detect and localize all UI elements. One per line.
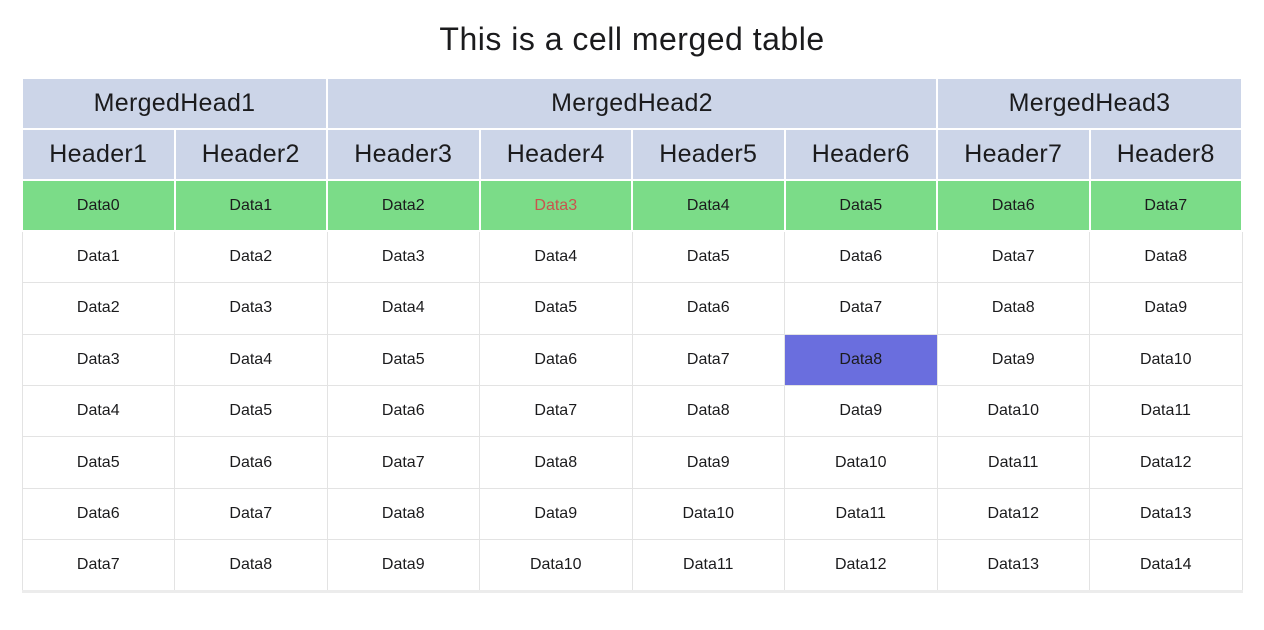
table-cell-r8-c2: Data8 bbox=[174, 539, 328, 592]
table-cell-r6-c1: Data5 bbox=[21, 436, 175, 489]
table-cell-r5-c3: Data6 bbox=[326, 385, 480, 438]
table-cell-r3-c2: Data3 bbox=[174, 282, 328, 335]
table-cell-r4-c5: Data7 bbox=[631, 333, 785, 387]
table-cell-r5-c2: Data5 bbox=[174, 385, 328, 438]
table-cell-r8-c7: Data13 bbox=[936, 539, 1090, 592]
table-cell-r7-c4: Data9 bbox=[479, 487, 633, 541]
table-cell-r8-c8: Data14 bbox=[1089, 539, 1243, 592]
table-cell-r3-c7: Data8 bbox=[936, 282, 1090, 335]
page-title: This is a cell merged table bbox=[439, 21, 825, 57]
table-cell-r7-c1: Data6 bbox=[21, 487, 175, 541]
table-cell-r5-c6: Data9 bbox=[784, 385, 938, 438]
table-cell-r6-c7: Data11 bbox=[936, 436, 1090, 489]
table-cell-r2-c2: Data2 bbox=[174, 230, 328, 284]
header-cell-1: Header1 bbox=[21, 128, 176, 181]
table-cell-r8-c4: Data10 bbox=[479, 539, 633, 592]
table-cell-r7-c7: Data12 bbox=[936, 487, 1090, 541]
merged-header-cell-3: MergedHead3 bbox=[936, 77, 1243, 130]
header-cell-5: Header5 bbox=[631, 128, 786, 181]
table-cell-r3-c3: Data4 bbox=[326, 282, 480, 335]
table-cell-r5-c7: Data10 bbox=[936, 385, 1090, 438]
table-cell-r7-c5: Data10 bbox=[631, 487, 785, 541]
table-cell-r2-c1: Data1 bbox=[21, 230, 175, 284]
table-cell-r4-c4: Data6 bbox=[479, 333, 633, 387]
table-cell-r4-c7: Data9 bbox=[936, 333, 1090, 387]
header-cell-6: Header6 bbox=[783, 128, 938, 181]
table-cell-r3-c6: Data7 bbox=[784, 282, 938, 335]
table-cell-r5-c5: Data8 bbox=[631, 385, 785, 438]
table-cell-r3-c8: Data9 bbox=[1089, 282, 1243, 335]
merged-header-cell-1: MergedHead1 bbox=[21, 77, 328, 130]
table-cell-r6-c2: Data6 bbox=[174, 436, 328, 489]
table-cell-r8-c3: Data9 bbox=[326, 539, 480, 592]
table-cell-r1-c3: Data2 bbox=[326, 178, 481, 233]
table-cell-r3-c1: Data2 bbox=[21, 282, 175, 335]
table-cell-r3-c4: Data5 bbox=[479, 282, 633, 335]
header-cell-2: Header2 bbox=[173, 128, 328, 181]
table-cell-r4-c1: Data3 bbox=[21, 333, 175, 387]
table-cell-r1-c7: Data6 bbox=[936, 178, 1091, 233]
table-cell-r6-c3: Data7 bbox=[326, 436, 480, 489]
table-cell-r8-c1: Data7 bbox=[21, 539, 175, 592]
table-cell-r1-c1: Data0 bbox=[21, 178, 176, 233]
table-cell-r8-c6: Data12 bbox=[784, 539, 938, 592]
table-cell-r1-c2: Data1 bbox=[173, 178, 328, 233]
header-cell-4: Header4 bbox=[478, 128, 633, 181]
table-cell-r4-c6: Data8 bbox=[784, 333, 938, 387]
table-cell-r5-c4: Data7 bbox=[479, 385, 633, 438]
table-cell-r2-c6: Data6 bbox=[784, 230, 938, 284]
table-cell-r4-c8: Data10 bbox=[1089, 333, 1243, 387]
merged-header-cell-2: MergedHead2 bbox=[326, 77, 938, 130]
table-cell-r2-c5: Data5 bbox=[631, 230, 785, 284]
table-cell-r6-c5: Data9 bbox=[631, 436, 785, 489]
table-cell-r3-c5: Data6 bbox=[631, 282, 785, 335]
table-cell-r2-c7: Data7 bbox=[936, 230, 1090, 284]
table-cell-r6-c6: Data10 bbox=[784, 436, 938, 489]
header-cell-7: Header7 bbox=[936, 128, 1091, 181]
table-cell-r2-c8: Data8 bbox=[1089, 230, 1243, 284]
table-cell-r2-c3: Data3 bbox=[326, 230, 480, 284]
table-cell-r7-c8: Data13 bbox=[1089, 487, 1243, 541]
table-cell-r2-c4: Data4 bbox=[479, 230, 633, 284]
table-cell-r1-c4: Data3 bbox=[478, 178, 633, 233]
header-cell-8: Header8 bbox=[1088, 128, 1243, 181]
header-cell-3: Header3 bbox=[326, 128, 481, 181]
table-cell-r8-c5: Data11 bbox=[631, 539, 785, 592]
table-cell-r7-c3: Data8 bbox=[326, 487, 480, 541]
table-cell-r7-c2: Data7 bbox=[174, 487, 328, 541]
table-cell-r1-c8: Data7 bbox=[1088, 178, 1243, 233]
table-cell-r1-c6: Data5 bbox=[783, 178, 938, 233]
table-cell-r5-c8: Data11 bbox=[1089, 385, 1243, 438]
table-cell-r6-c8: Data12 bbox=[1089, 436, 1243, 489]
table-cell-r4-c3: Data5 bbox=[326, 333, 480, 387]
table-cell-r5-c1: Data4 bbox=[21, 385, 175, 438]
table-cell-r4-c2: Data4 bbox=[174, 333, 328, 387]
table-cell-r6-c4: Data8 bbox=[479, 436, 633, 489]
table-cell-r7-c6: Data11 bbox=[784, 487, 938, 541]
table-cell-r1-c5: Data4 bbox=[631, 178, 786, 233]
